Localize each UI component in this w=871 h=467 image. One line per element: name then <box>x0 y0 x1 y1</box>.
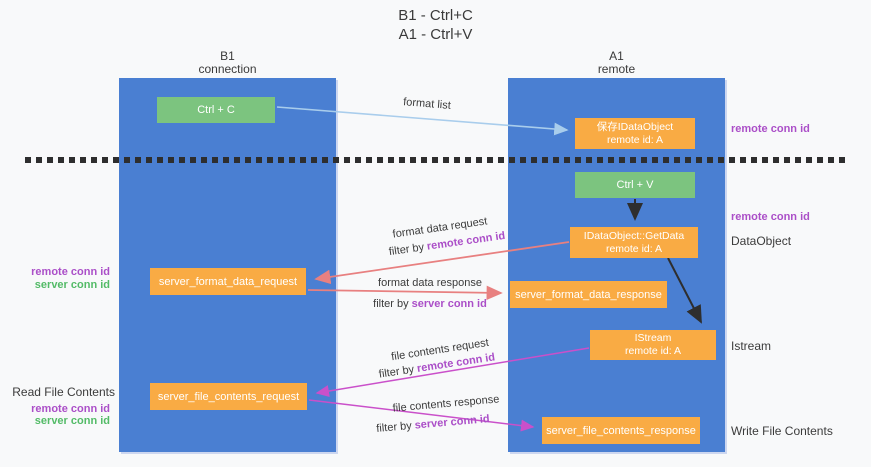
read-file-contents-annotation: Read File Contents <box>12 385 115 399</box>
node-ctrl-c: Ctrl + C <box>157 97 275 123</box>
format-list-label: format list <box>402 96 452 112</box>
right-remote-conn-id-mid: remote conn id <box>731 211 810 223</box>
right-column-header-line2: remote <box>597 62 636 76</box>
filter-key-server-conn-id: server conn id <box>411 298 487 310</box>
node-ctrl-v-label: Ctrl + V <box>616 179 654 191</box>
file-contents-response-label: file contents response <box>392 393 500 415</box>
left-remote-conn-id-1: remote conn id <box>31 266 110 278</box>
left-column-header-line2: connection <box>198 62 257 76</box>
node-istream-line1: IStream <box>634 332 672 344</box>
node-server-format-data-request: server_format_data_request <box>150 268 306 295</box>
node-istream: IStream remote id: A <box>590 330 716 360</box>
write-file-contents-annotation: Write File Contents <box>731 424 833 438</box>
node-istream-text: IStream remote id: A <box>625 332 681 358</box>
node-server-file-contents-request-label: server_file_contents_request <box>157 390 300 403</box>
diagram-title-line2: A1 - Ctrl+V <box>398 26 473 43</box>
format-data-response-label: format data response <box>378 277 482 289</box>
node-save-idataobject-line2: remote id: A <box>606 133 663 146</box>
node-getdata-text: IDataObject::GetData remote id: A <box>584 230 684 256</box>
node-server-format-data-response: server_format_data_response <box>510 281 667 308</box>
filter-by-prefix: filter by <box>378 363 415 381</box>
right-column-header: A1 remote <box>508 50 725 76</box>
right-remote-conn-id-top: remote conn id <box>731 123 810 135</box>
node-save-idataobject-line1: 保存IDataObject <box>596 120 674 133</box>
node-save-idataobject: 保存IDataObject remote id: A <box>575 118 695 149</box>
node-server-format-data-request-label: server_format_data_request <box>158 275 298 288</box>
node-server-format-data-response-label: server_format_data_response <box>515 288 662 301</box>
node-save-idataobject-text: 保存IDataObject remote id: A <box>597 121 673 147</box>
node-istream-line2: remote id: A <box>624 345 682 357</box>
filter-by-prefix: filter by <box>388 241 425 259</box>
filter-key-server-conn-id: server conn id <box>414 413 491 432</box>
filter-by-prefix: filter by <box>373 298 409 310</box>
left-column-header: B1 connection <box>119 50 336 76</box>
right-column-header-line1: A1 <box>609 49 624 63</box>
node-getdata-line1: IDataObject::GetData <box>583 229 685 242</box>
istream-annotation: Istream <box>731 339 772 353</box>
node-server-file-contents-request: server_file_contents_request <box>150 383 307 410</box>
node-getdata-line2: remote id: A <box>605 242 662 255</box>
diagram-title-line1: B1 - Ctrl+C <box>398 7 473 24</box>
left-server-conn-id-1: server conn id <box>34 279 110 291</box>
node-ctrl-v: Ctrl + V <box>575 172 695 198</box>
left-remote-conn-id-2: remote conn id <box>31 403 110 415</box>
filter-by-prefix: filter by <box>375 419 413 435</box>
node-ctrl-c-label: Ctrl + C <box>197 104 235 116</box>
left-column-header-line1: B1 <box>220 49 235 63</box>
node-server-file-contents-response-label: server_file_contents_response <box>546 424 696 437</box>
dataobject-annotation: DataObject <box>731 234 792 248</box>
node-getdata: IDataObject::GetData remote id: A <box>570 227 698 258</box>
left-server-conn-id-2: server conn id <box>34 415 110 427</box>
format-data-response-arrow <box>307 285 503 300</box>
node-server-file-contents-response: server_file_contents_response <box>542 417 700 444</box>
dashed-divider <box>25 157 845 163</box>
